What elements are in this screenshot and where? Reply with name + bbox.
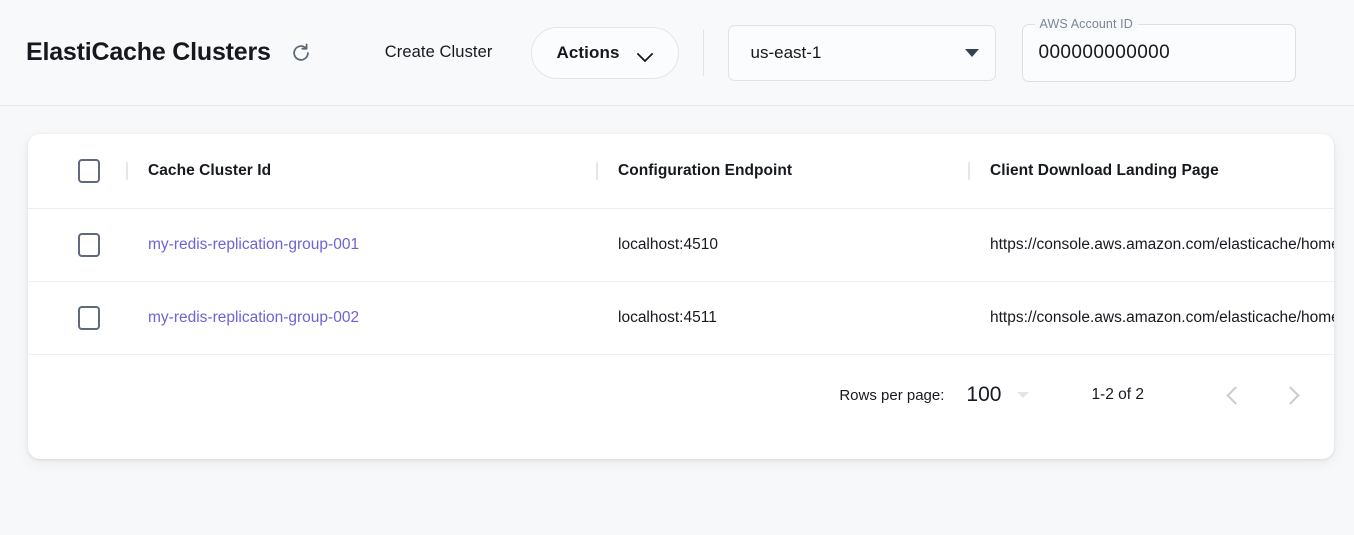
column-header-cluster-id[interactable]: Cache Cluster Id — [126, 134, 596, 209]
previous-page-button[interactable] — [1214, 375, 1254, 415]
header-divider — [702, 29, 704, 76]
table-pagination: Rows per page: 100 1-2 of 2 — [28, 355, 1334, 435]
cluster-id-link[interactable]: my-redis-replication-group-001 — [148, 236, 360, 253]
pagination-range-label: 1-2 of 2 — [1091, 386, 1144, 403]
config-endpoint-value: localhost:4511 — [618, 309, 717, 326]
region-select[interactable]: us-east-1 — [727, 24, 996, 81]
triangle-down-icon — [1017, 392, 1030, 398]
cell-cluster-id: my-redis-replication-group-001 — [126, 208, 596, 282]
triangle-down-icon — [964, 48, 979, 57]
table-header-row: Cache Cluster Id Configuration Endpoint … — [28, 134, 1334, 209]
chevron-right-icon — [1281, 385, 1300, 405]
row-checkbox[interactable] — [78, 306, 100, 330]
next-page-button[interactable] — [1272, 375, 1312, 415]
clusters-card: Cache Cluster Id Configuration Endpoint … — [28, 134, 1334, 459]
table-scroll-container[interactable]: Cache Cluster Id Configuration Endpoint … — [28, 134, 1334, 355]
row-select-cell — [28, 208, 126, 282]
select-all-header — [28, 134, 126, 209]
client-download-value: https://console.aws.amazon.com/elasticac… — [990, 309, 1334, 326]
rows-per-page-label: Rows per page: — [839, 386, 945, 404]
chevron-down-icon — [638, 48, 653, 57]
region-select-value: us-east-1 — [750, 42, 822, 62]
rows-per-page-select[interactable]: 100 — [966, 383, 1030, 407]
rows-per-page-value: 100 — [966, 383, 1002, 406]
chevron-left-icon — [1226, 385, 1245, 405]
aws-account-id-label: AWS Account ID — [1034, 16, 1138, 31]
client-download-value: https://console.aws.amazon.com/elasticac… — [990, 236, 1334, 253]
column-header-config-endpoint[interactable]: Configuration Endpoint — [596, 134, 968, 209]
column-separator — [596, 162, 598, 180]
column-separator — [968, 162, 970, 180]
column-header-label: Configuration Endpoint — [618, 162, 793, 179]
clusters-table: Cache Cluster Id Configuration Endpoint … — [28, 134, 1334, 355]
row-select-cell — [28, 281, 126, 355]
cell-config-endpoint: localhost:4511 — [596, 281, 968, 355]
table-row[interactable]: my-redis-replication-group-001 localhost… — [28, 208, 1334, 282]
row-checkbox[interactable] — [78, 233, 100, 257]
actions-button-label: Actions — [556, 42, 620, 62]
column-header-label: Cache Cluster Id — [148, 162, 272, 179]
page-title: ElastiCache Clusters — [26, 38, 271, 66]
create-cluster-button[interactable]: Create Cluster — [381, 37, 497, 68]
column-header-label: Client Download Landing Page — [990, 162, 1219, 179]
cell-client-download: https://console.aws.amazon.com/elasticac… — [968, 208, 1334, 282]
cluster-id-link[interactable]: my-redis-replication-group-002 — [148, 309, 360, 326]
app-header: ElastiCache Clusters Create Cluster Acti… — [0, 0, 1354, 106]
refresh-icon-button[interactable] — [285, 37, 317, 69]
table-body: my-redis-replication-group-001 localhost… — [28, 208, 1334, 355]
config-endpoint-value: localhost:4510 — [618, 236, 718, 253]
table-row[interactable]: my-redis-replication-group-002 localhost… — [28, 281, 1334, 355]
column-separator — [126, 162, 128, 180]
aws-account-id-field[interactable]: AWS Account ID 000000000000 — [1021, 16, 1296, 82]
refresh-icon — [290, 42, 312, 64]
aws-account-id-value: 000000000000 — [1038, 41, 1171, 63]
cell-client-download: https://console.aws.amazon.com/elasticac… — [968, 281, 1334, 355]
column-header-client-download[interactable]: Client Download Landing Page — [968, 134, 1334, 209]
actions-button[interactable]: Actions — [530, 26, 679, 79]
select-all-checkbox[interactable] — [78, 159, 100, 183]
cell-config-endpoint: localhost:4510 — [596, 208, 968, 282]
cell-cluster-id: my-redis-replication-group-002 — [126, 281, 596, 355]
table-head: Cache Cluster Id Configuration Endpoint … — [28, 134, 1334, 209]
